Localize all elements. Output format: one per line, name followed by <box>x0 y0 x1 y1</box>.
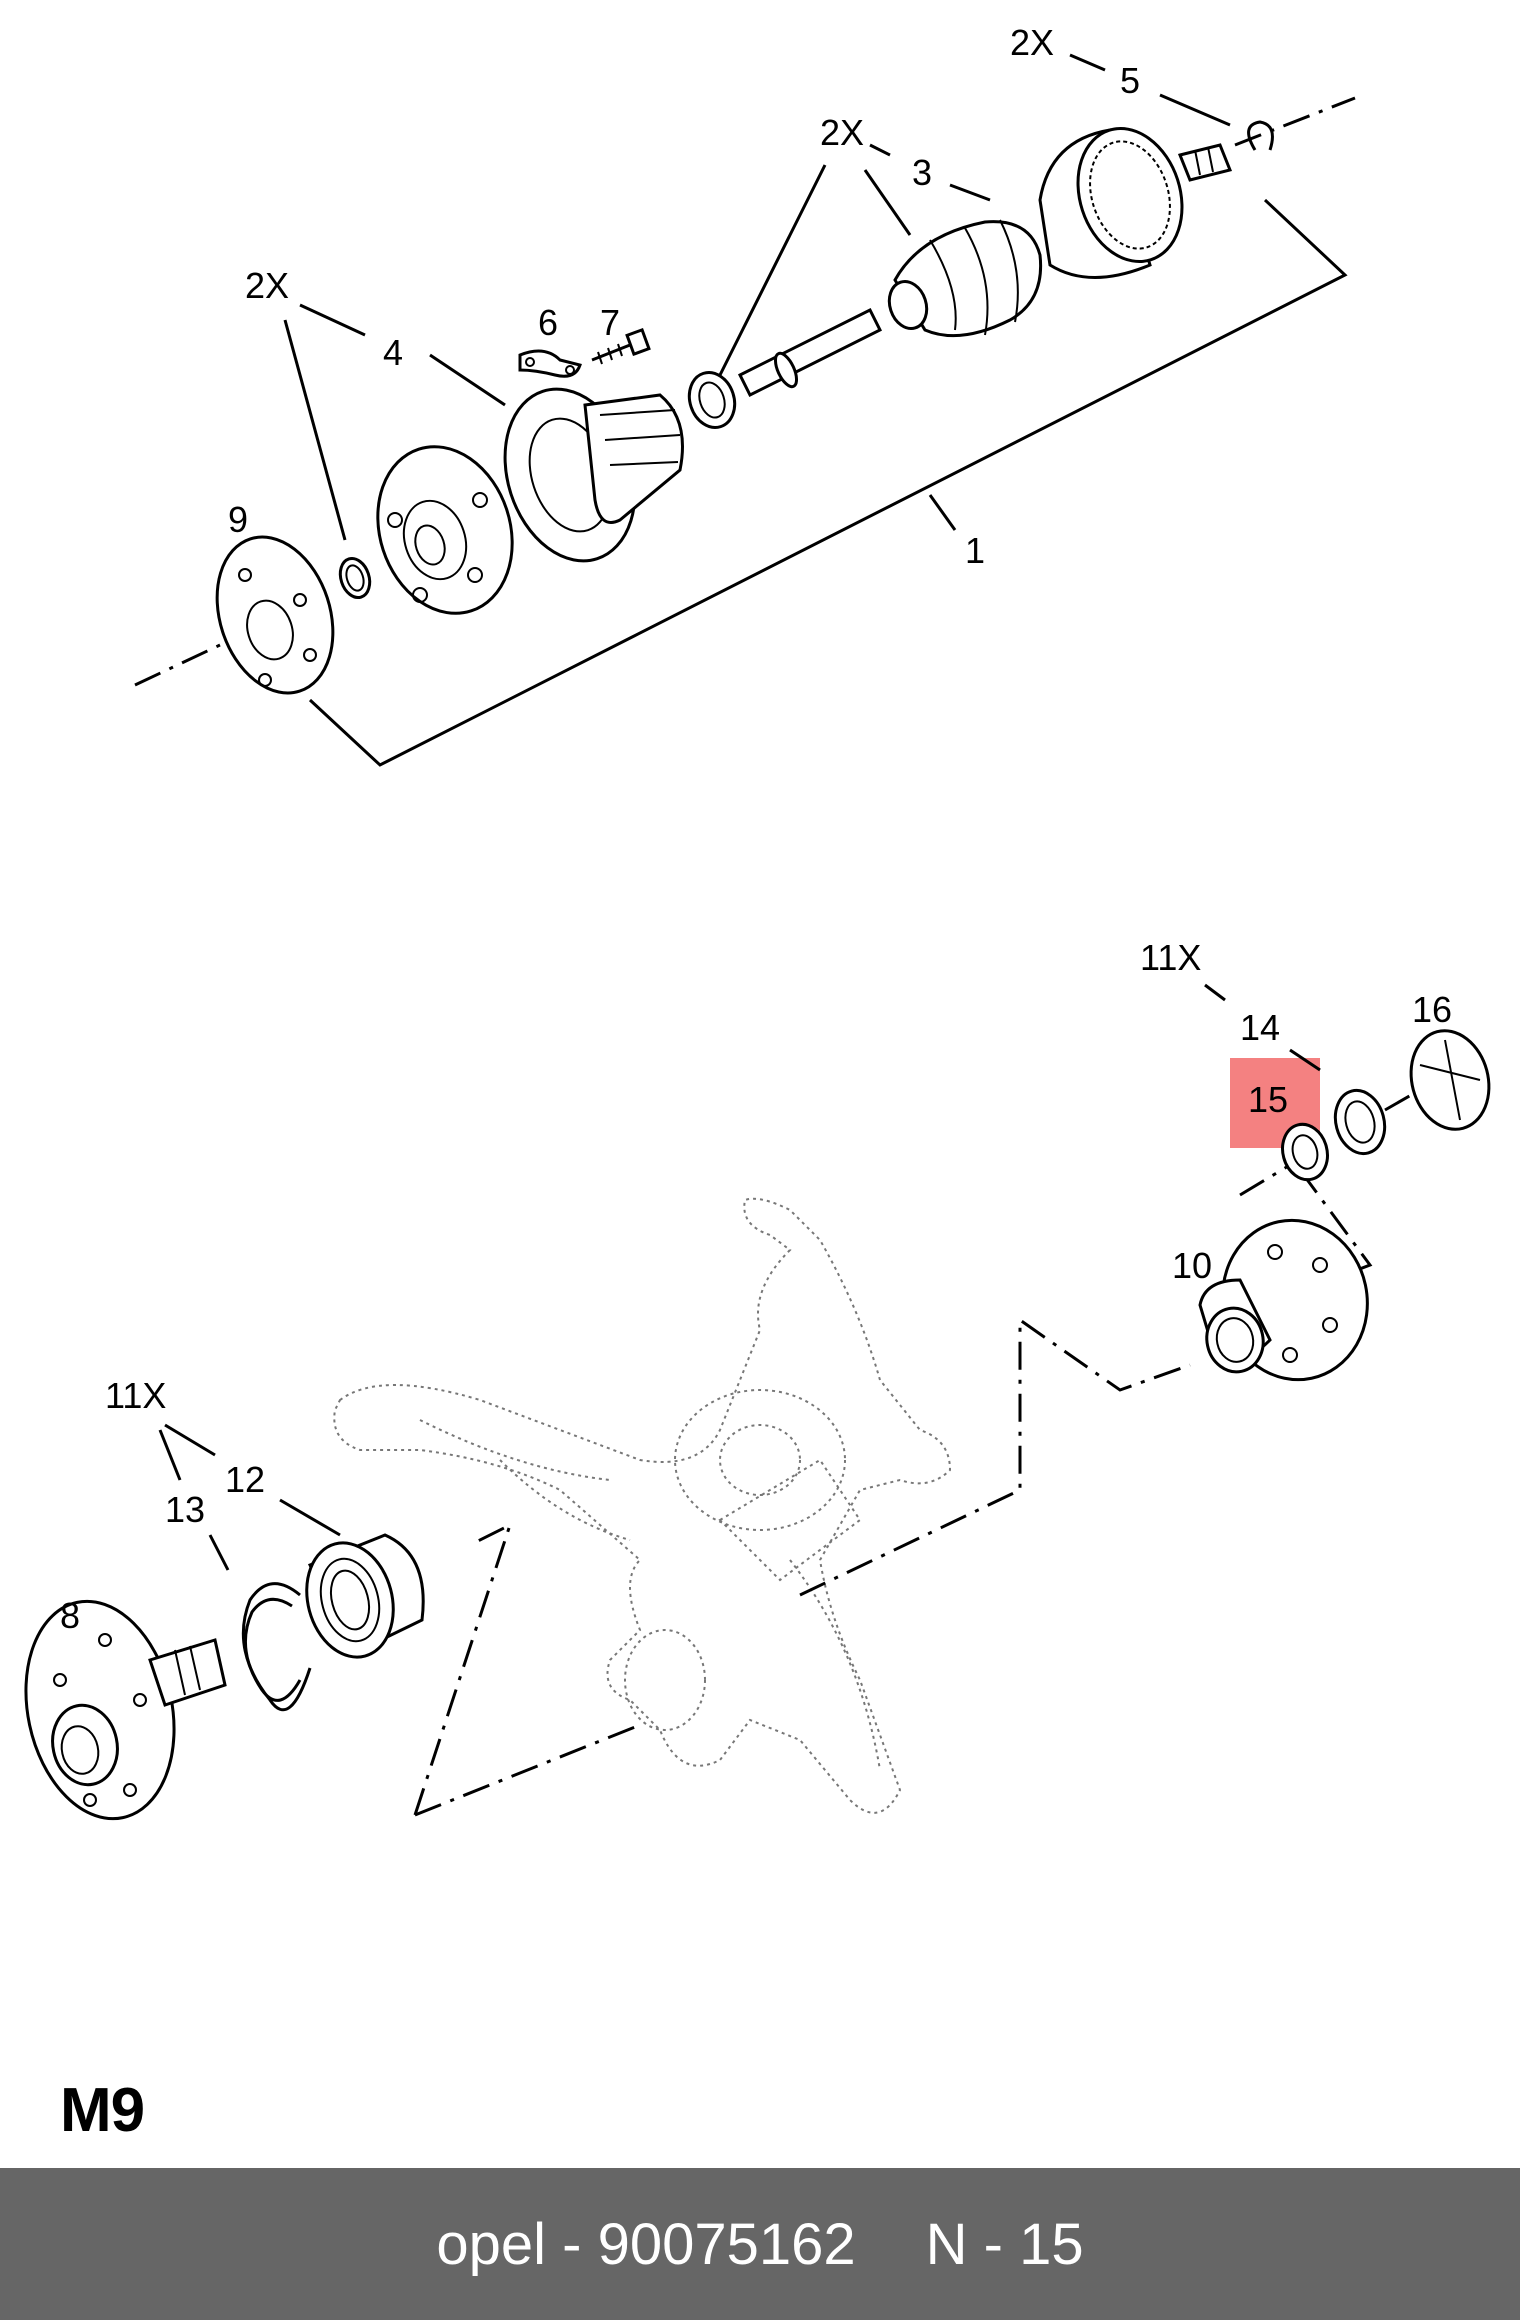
part-8-wheel-flange <box>24 1599 227 1821</box>
part-6-clip <box>518 349 582 378</box>
retaining-ring <box>338 556 372 600</box>
label-9: 9 <box>228 499 248 540</box>
leaders-lower <box>158 983 1321 1571</box>
label-16: 16 <box>1412 989 1452 1030</box>
part-10-hub <box>1198 1218 1369 1382</box>
label-15: 15 <box>1248 1079 1288 1120</box>
label-14: 14 <box>1240 1007 1280 1048</box>
axis-line-lower-right <box>799 1317 1191 1597</box>
part-16-cap <box>1409 1029 1491 1131</box>
part-15-seal <box>1281 1122 1329 1182</box>
label-8: 8 <box>60 1595 80 1636</box>
leaders-upper <box>283 53 1231 541</box>
label-2x-b: 2X <box>820 112 864 153</box>
axis-line-hub-top <box>1239 1163 1291 1197</box>
label-7: 7 <box>600 302 620 343</box>
axis-line-right <box>1234 96 1356 147</box>
bracket-1 <box>308 198 1348 767</box>
part-13-snap-ring <box>241 1582 312 1712</box>
label-2x-c: 2X <box>245 265 289 306</box>
steering-knuckle-ghost <box>333 1197 952 1814</box>
label-12: 12 <box>225 1459 265 1500</box>
part-4-boot-housing <box>503 387 684 563</box>
label-10: 10 <box>1172 1245 1212 1286</box>
diagram-code: M9 <box>60 2076 145 2145</box>
clamp-ring <box>687 371 737 429</box>
leader-1 <box>928 494 957 531</box>
label-1: 1 <box>965 530 985 571</box>
footer-part-number: opel - 90075162 <box>436 2211 856 2277</box>
axis-line-16 <box>1384 1088 1421 1112</box>
part-7-bolt <box>591 327 651 365</box>
label-13: 13 <box>165 1489 205 1530</box>
outer-cv-joint <box>1038 127 1233 279</box>
axis-line-lower-left <box>413 1522 513 1816</box>
footer-bar: opel - 90075162 N - 15 <box>0 2168 1520 2320</box>
part-5-circlip <box>1247 120 1274 151</box>
footer-position: N - 15 <box>925 2211 1084 2277</box>
inner-cv-joint <box>376 445 514 615</box>
label-4: 4 <box>383 332 403 373</box>
label-3: 3 <box>912 152 932 193</box>
axis-line-left <box>134 643 221 687</box>
axis-line-lower-mid <box>414 1723 641 1817</box>
part-3-outer-boot <box>887 219 1043 338</box>
label-2x-a: 2X <box>1010 22 1054 63</box>
part-12-bearing <box>305 1533 425 1659</box>
part-9-flange <box>215 535 335 695</box>
label-11x-a: 11X <box>1140 937 1201 978</box>
label-11x-b: 11X <box>105 1375 166 1416</box>
parts-diagram: 2X 5 2X 3 2X 4 6 7 9 1 <box>24 22 1491 1821</box>
label-5: 5 <box>1120 60 1140 101</box>
part-14-washer <box>1333 1088 1387 1156</box>
label-6: 6 <box>538 302 558 343</box>
drive-shaft <box>737 307 883 398</box>
